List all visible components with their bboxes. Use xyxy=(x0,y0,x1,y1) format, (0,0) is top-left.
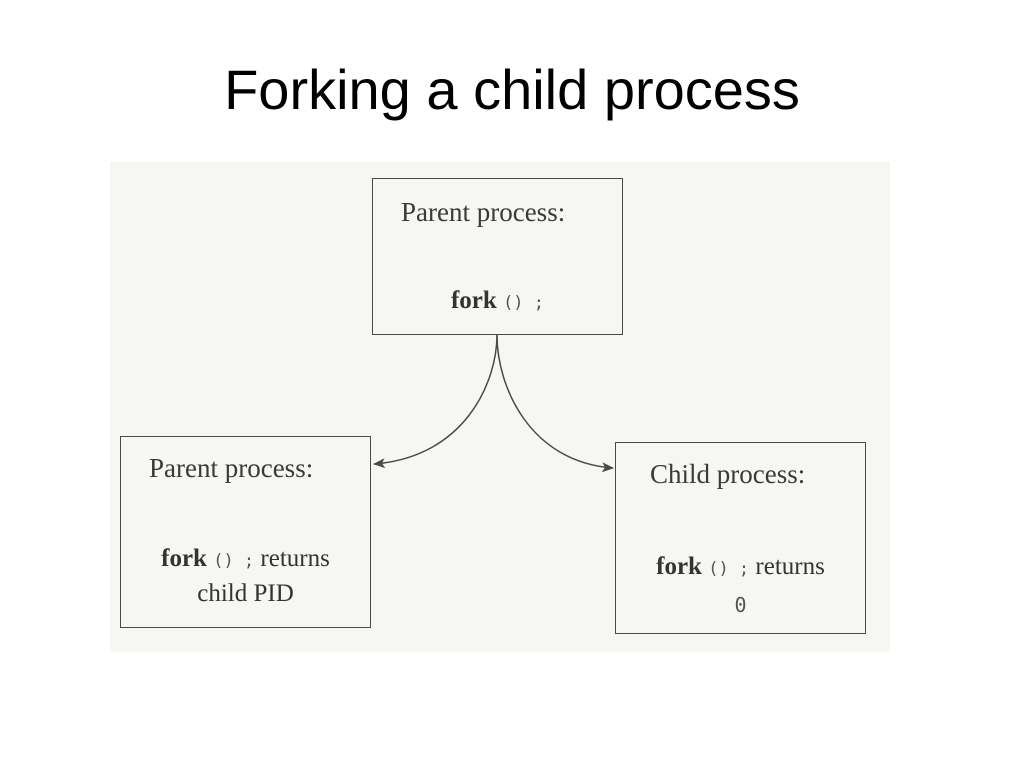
fork-keyword: fork xyxy=(450,287,497,314)
fork-keyword: fork xyxy=(656,553,702,580)
fork-parens: () ; xyxy=(503,293,545,313)
arrow-to-child xyxy=(496,334,614,473)
returns-text: returns xyxy=(260,545,330,572)
parent-result-box: Parent process: fork () ; returns child … xyxy=(120,436,371,628)
return-value: child PID xyxy=(197,580,294,607)
fork-call: fork () ; returns xyxy=(616,553,865,581)
arrow-to-parent xyxy=(373,334,498,469)
fork-keyword: fork xyxy=(161,545,207,572)
return-value: 0 xyxy=(734,593,747,617)
slide-title: Forking a child process xyxy=(224,58,800,121)
connectors xyxy=(373,334,614,473)
box-label: Child process: xyxy=(650,459,806,489)
fork-call: fork () ; xyxy=(373,287,622,315)
parent-process-box: Parent process: fork () ; xyxy=(372,178,623,335)
returns-text: returns xyxy=(755,553,825,580)
box-label: Parent process: xyxy=(149,453,314,483)
fork-parens: () ; xyxy=(708,559,750,579)
fork-parens: () ; xyxy=(213,551,255,571)
fork-call: fork () ; returns xyxy=(121,545,370,573)
fork-diagram: Parent process: fork () ; Parent process… xyxy=(110,162,890,652)
box-label: Parent process: xyxy=(401,197,566,227)
child-result-box: Child process: fork () ; returns 0 xyxy=(615,442,866,634)
